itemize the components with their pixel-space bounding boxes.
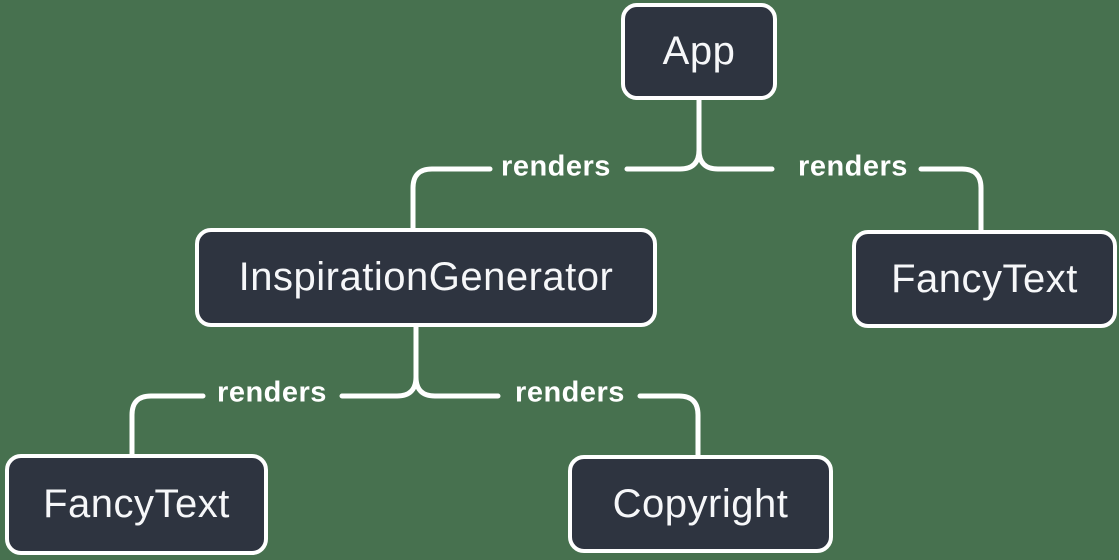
- node-inspiration-generator-label: InspirationGenerator: [238, 255, 614, 299]
- node-fancy-text-top: FancyText: [852, 230, 1117, 328]
- edge-inspirationgenerator-fancytext-left-segment: [129, 393, 206, 457]
- node-fancy-text-top-label: FancyText: [891, 256, 1078, 301]
- edge-label-renders-app-inspirationgenerator: renders: [501, 150, 611, 183]
- node-copyright-label: Copyright: [612, 481, 789, 526]
- node-copyright: Copyright: [568, 455, 833, 553]
- edge-inspirationgenerator-copyright-right-segment: [637, 393, 701, 458]
- edge-label-renders-app-fancytext: renders: [798, 150, 908, 183]
- edge-app-fancytext-left-segment: [696, 147, 775, 172]
- node-app: App: [621, 3, 777, 100]
- edge-app-fancytext-right-segment: [918, 166, 984, 233]
- node-fancy-text-bottom: FancyText: [5, 454, 268, 555]
- node-inspiration-generator: InspirationGenerator: [195, 228, 657, 327]
- edge-app-inspirationgenerator-left-segment: [410, 166, 493, 231]
- node-app-label: App: [662, 29, 736, 73]
- edge-inspirationgenerator-fancytext-right-segment: [339, 324, 419, 399]
- edge-app-inspirationgenerator-right-segment: [624, 97, 702, 172]
- edge-inspirationgenerator-copyright-left-segment: [413, 374, 501, 399]
- edge-label-renders-inspirationgenerator-copyright: renders: [515, 376, 625, 409]
- edge-label-renders-inspirationgenerator-fancytext: renders: [217, 376, 327, 409]
- node-fancy-text-bottom-label: FancyText: [43, 482, 230, 526]
